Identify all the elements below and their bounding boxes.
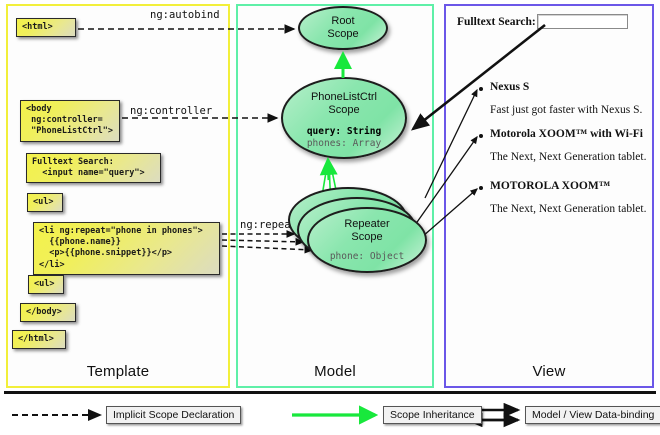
scope-phonelistctrl-prop-phones: phones: Array [306, 137, 382, 149]
scope-repeater: Repeater Scope phone: Object [307, 207, 427, 273]
legend-label-implicit-scope-declaration: Implicit Scope Declaration [106, 406, 242, 424]
scope-root-title-line1: Root [331, 15, 355, 27]
legend-label-scope-inheritance: Scope Inheritance [383, 406, 482, 424]
connector-label-ng-controller: ng:controller [130, 105, 213, 117]
view-search-input[interactable] [537, 14, 628, 29]
code-box-body-close: </body> [20, 303, 76, 323]
code-box-body-open: <body ng:controller= "PhoneListCtrl"> [20, 100, 120, 142]
connector-label-ng-autobind: ng:autobind [150, 9, 220, 21]
code-box-ul-close: <ul> [28, 275, 64, 295]
view-bullet-1 [479, 134, 483, 138]
code-box-fulltext-search: Fulltext Search: <input name="query"> [26, 153, 161, 184]
view-bullet-2 [479, 186, 483, 190]
view-item-snippet-2: The Next, Next Generation tablet. [490, 203, 647, 215]
view-item-name-0: Nexus S [490, 81, 530, 93]
view-bullet-0 [479, 87, 483, 91]
code-box-li-ngrepeat: <li ng:repeat="phone in phones"> {{phone… [33, 222, 220, 275]
scope-root-title-line2: Scope [327, 27, 359, 40]
column-label-template: Template [86, 363, 150, 380]
view-item-snippet-0: Fast just got faster with Nexus S. [490, 104, 643, 116]
scope-root: Root Scope [298, 6, 388, 50]
scope-repeater-title-line2: Scope [351, 230, 383, 243]
code-box-ul-open: <ul> [27, 193, 63, 213]
column-view: View [444, 4, 654, 388]
scope-phonelistctrl-title-line1: PhoneListCtrl [310, 91, 378, 103]
column-label-model: Model [314, 363, 356, 380]
scope-repeater-title-line1: Repeater [344, 218, 390, 230]
scope-phonelistctrl: PhoneListCtrl Scope query: String phones… [281, 77, 407, 159]
legend-separator [4, 391, 656, 394]
connector-label-ng-repeat: ng:repeat [240, 219, 297, 231]
view-item-name-1: Motorola XOOM™ with Wi-Fi [490, 128, 644, 140]
legend-label-model-view-data-binding: Model / View Data-binding [525, 406, 660, 424]
view-search-label: Fulltext Search: [457, 16, 536, 28]
code-box-html-close: </html> [12, 330, 66, 350]
scope-phonelistctrl-prop-query: query: String [306, 125, 382, 137]
view-item-name-2: MOTOROLA XOOM™ [490, 180, 611, 192]
code-box-html-open: <html> [16, 18, 76, 38]
scope-phonelistctrl-title-line2: Scope [328, 103, 360, 116]
view-item-snippet-1: The Next, Next Generation tablet. [490, 151, 647, 163]
column-model: Model [236, 4, 434, 388]
column-label-view: View [532, 363, 566, 380]
scope-repeater-prop-phone: phone: Object [329, 250, 405, 262]
